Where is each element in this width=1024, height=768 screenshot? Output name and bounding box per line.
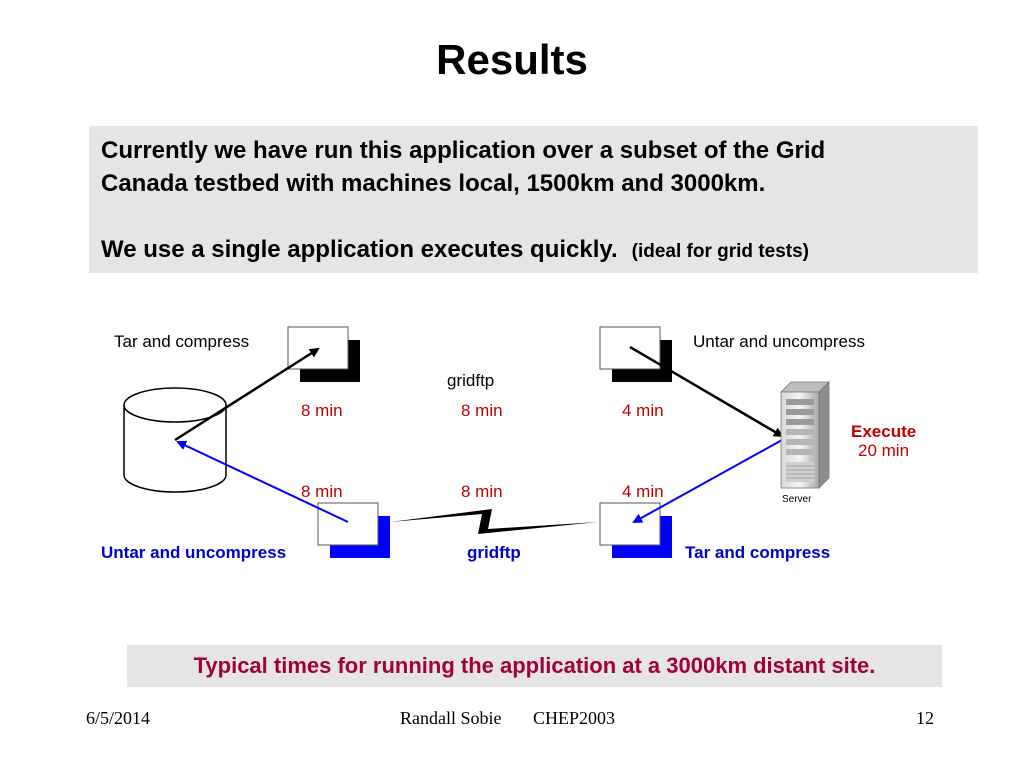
server-label: Server (782, 494, 812, 505)
top-transfer-label: gridftp (447, 371, 494, 390)
top-right-process-box (599, 326, 672, 382)
top-left-step-label: Tar and compress (114, 332, 249, 351)
bottom-time-2: 8 min (461, 482, 503, 501)
bottom-time-3: 4 min (622, 482, 664, 501)
execute-time: 20 min (858, 441, 909, 460)
execute-label: Execute (851, 422, 916, 441)
bottom-note: Typical times for running the applicatio… (127, 645, 942, 687)
info-line-3-note: (ideal for grid tests) (631, 241, 809, 262)
bottom-left-step-label: Untar and uncompress (101, 543, 286, 562)
bottom-left-process-box (317, 502, 390, 558)
info-line-1: Currently we have run this application o… (101, 137, 826, 164)
bottom-right-step-label: Tar and compress (685, 543, 830, 562)
bottom-transfer-label: gridftp (467, 543, 521, 562)
info-box: Currently we have run this application o… (89, 126, 978, 273)
top-right-step-label: Untar and uncompress (693, 332, 865, 351)
arrow-server-to-tar (632, 439, 783, 523)
arrow-untar-to-server (629, 345, 784, 438)
bottom-right-process-box (599, 502, 672, 558)
footer-date: 6/5/2014 (86, 708, 151, 728)
server-tower-icon (780, 381, 830, 489)
top-time-3: 4 min (622, 401, 664, 420)
arrow-cylinder-to-tar (174, 347, 320, 442)
info-line-3: We use a single application executes qui… (101, 236, 618, 263)
bottom-time-1: 8 min (301, 482, 343, 501)
footer-conference: CHEP2003 (533, 708, 616, 728)
info-line-2: Canada testbed with machines local, 1500… (101, 170, 766, 197)
top-time-2: 8 min (461, 401, 503, 420)
footer-author: Randall Sobie (400, 708, 502, 728)
info-line-3-row: We use a single application executes qui… (101, 233, 968, 268)
arrow-untar-to-cylinder (176, 440, 349, 523)
slide-title: Results (436, 36, 588, 83)
storage-cylinder-icon (123, 387, 227, 493)
gridftp-link-bolt (390, 509, 598, 534)
top-time-1: 8 min (301, 401, 343, 420)
footer-page-number: 12 (916, 708, 934, 728)
top-left-process-box (287, 326, 360, 382)
